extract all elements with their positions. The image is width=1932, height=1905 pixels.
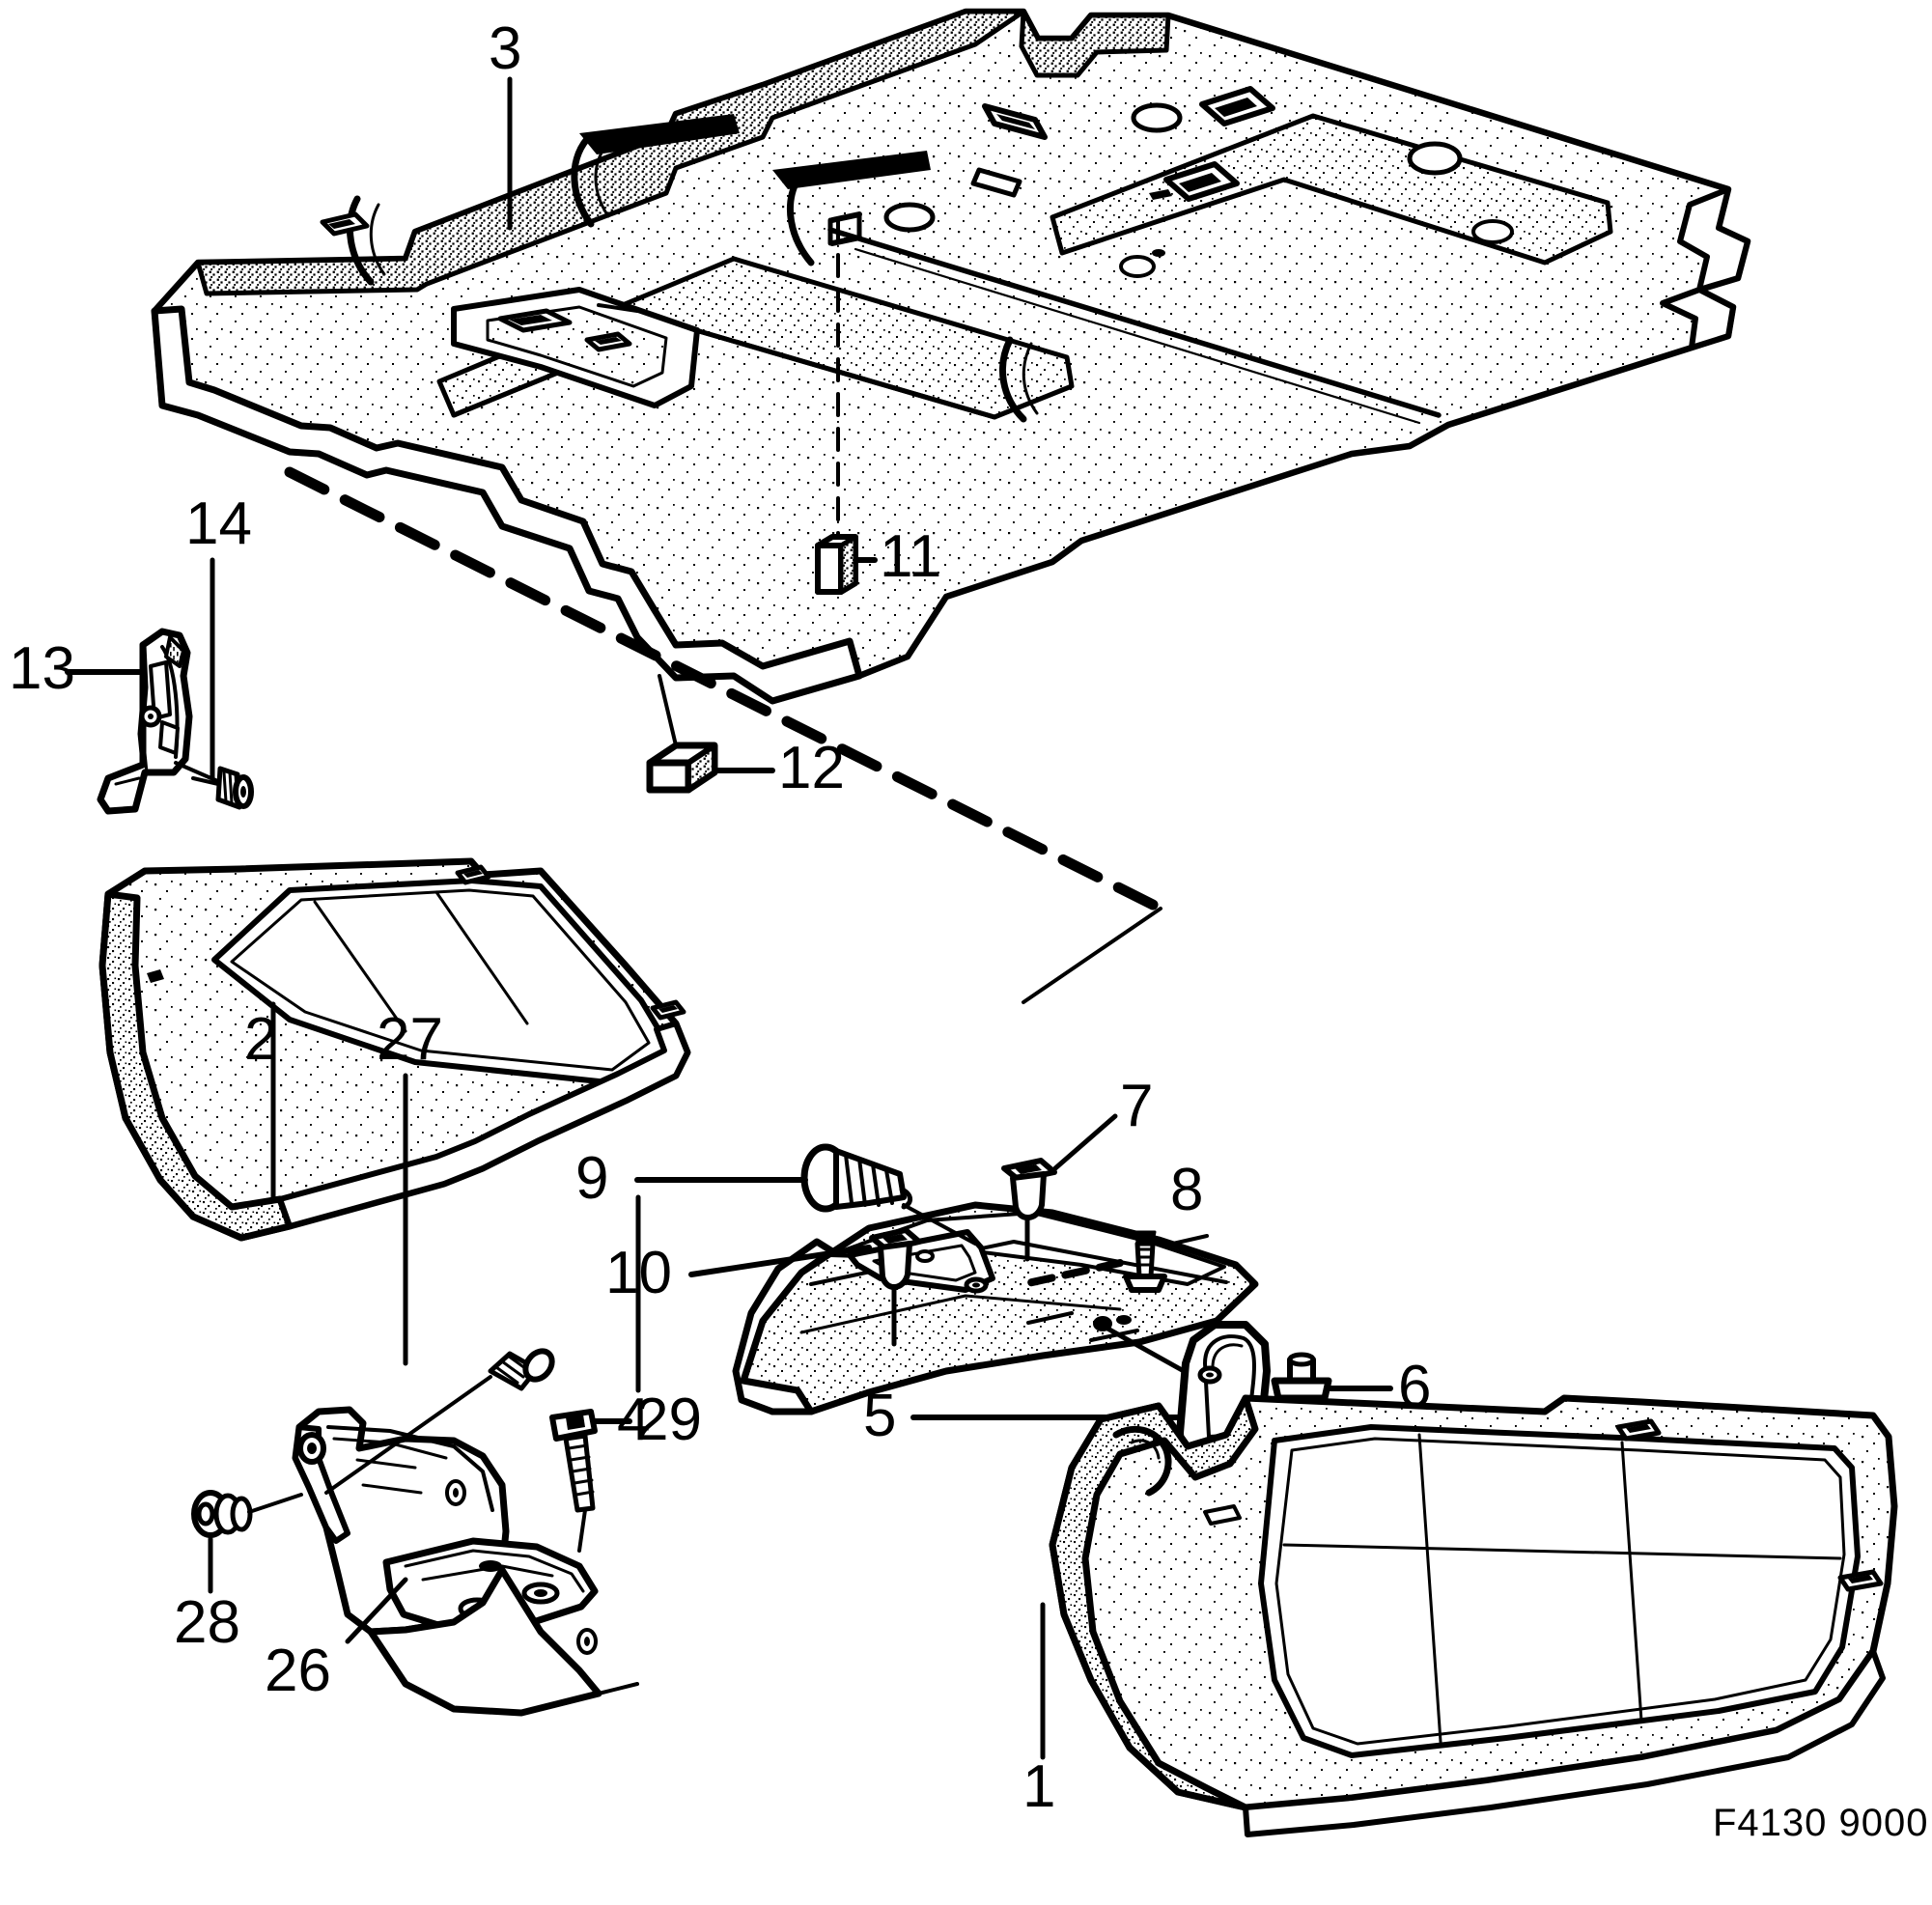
callout-13: 13 xyxy=(9,635,75,702)
part-29-panel-screw-29 xyxy=(549,1409,598,1553)
callout-8: 8 xyxy=(1170,1157,1204,1223)
callout-2: 2 xyxy=(244,1006,278,1073)
leader-12-stem xyxy=(658,674,678,747)
callout-6: 6 xyxy=(1398,1354,1432,1420)
part-2-rear-left-carpet xyxy=(98,857,691,1242)
part-11-tall-spacer-block xyxy=(815,534,858,595)
part-13-seat-belt-bracket xyxy=(97,628,193,815)
callout-9: 9 xyxy=(575,1145,609,1212)
callout-29: 29 xyxy=(635,1387,702,1453)
callout-27: 27 xyxy=(377,1006,443,1073)
callout-5: 5 xyxy=(863,1383,897,1449)
leader-10 xyxy=(688,1245,872,1277)
part-3-main-floor-carpet xyxy=(151,8,1751,705)
leader-26 xyxy=(345,1577,408,1644)
callout-10: 10 xyxy=(605,1240,672,1306)
callout-3: 3 xyxy=(489,15,522,82)
figure-code: F4130 9000 xyxy=(1713,1802,1929,1844)
leader-5-stem xyxy=(1098,1322,1187,1374)
callout-12: 12 xyxy=(778,735,845,801)
callout-11: 11 xyxy=(880,523,942,590)
part-26-side-trim-bracket xyxy=(292,1406,639,1717)
callout-28: 28 xyxy=(174,1589,240,1656)
part-9-expansion-plug xyxy=(800,1143,977,1246)
callout-7: 7 xyxy=(1120,1073,1154,1139)
part-8-trim-screw-8 xyxy=(1020,1230,1209,1293)
part-28-grommet-bushing xyxy=(191,1490,303,1538)
assembly-axis-dashed xyxy=(284,466,1166,914)
part-1-rear-right-carpet xyxy=(1049,1394,1898,1837)
part-7-push-pin-clip-7 xyxy=(1001,1158,1057,1262)
callout-1: 1 xyxy=(1022,1753,1056,1820)
callout-14: 14 xyxy=(185,490,252,557)
part-27-bracket-bolt-27 xyxy=(324,1348,555,1495)
part-14-bracket-bolt xyxy=(174,761,254,810)
callout-4: 4 xyxy=(617,1387,651,1453)
part-12-cube-spacer-block xyxy=(646,742,718,794)
leader-7 xyxy=(1052,1113,1118,1171)
callout-26: 26 xyxy=(265,1638,331,1704)
part-4-sill-trim-molding xyxy=(732,1201,1259,1415)
part-10-push-pin-clip-10 xyxy=(869,1227,922,1347)
